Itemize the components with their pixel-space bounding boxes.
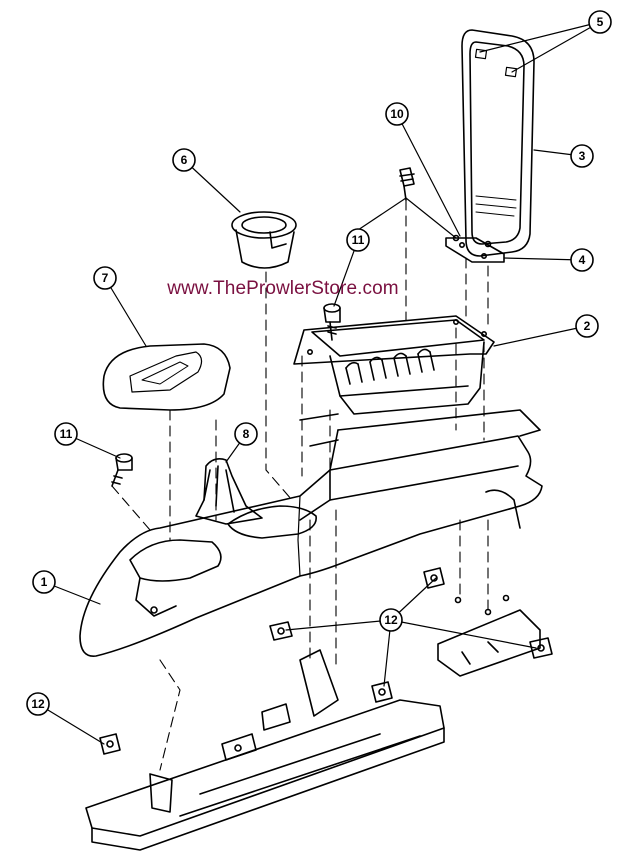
- callout-10-circle: [385, 102, 409, 126]
- callout-7-circle: [93, 266, 117, 290]
- watermark-url: www.TheProwlerStore.com: [167, 278, 399, 299]
- callout-6-circle: [172, 148, 196, 172]
- callout-10-label: 10: [390, 107, 404, 121]
- floor-bracket: [85, 649, 445, 851]
- callout-4-label: 4: [579, 253, 586, 267]
- armrest-lid: [461, 29, 535, 257]
- callout-12b-circle: [26, 692, 50, 716]
- callout-5-circle: [588, 10, 612, 34]
- callout-11a-circle: [346, 228, 370, 252]
- screw-left: [111, 453, 133, 487]
- screw-middle: [323, 303, 341, 341]
- callout-1-circle: [32, 570, 56, 594]
- callout-3-circle: [570, 144, 594, 168]
- callout-12a-label: 12: [384, 613, 398, 627]
- callout-8-label: 8: [243, 427, 250, 441]
- hinge-bracket: [445, 237, 505, 263]
- clip-nuts: [99, 567, 553, 755]
- storage-bin: [293, 315, 495, 415]
- callout-3-label: 3: [579, 149, 586, 163]
- callout-2-circle: [575, 314, 599, 338]
- assembly-lines: [111, 199, 489, 771]
- screw-upper: [399, 167, 415, 201]
- shift-boot: [195, 458, 263, 525]
- callout-11b-label: 11: [60, 427, 73, 441]
- callout-4-circle: [570, 248, 594, 272]
- bracket-screws: [452, 234, 492, 248]
- callout-8-circle: [234, 422, 258, 446]
- callout-2-label: 2: [584, 319, 591, 333]
- console-base: [79, 409, 543, 657]
- callout-6-label: 6: [181, 153, 188, 167]
- callout-5-label: 5: [597, 15, 604, 29]
- callout-7-label: 7: [102, 271, 109, 285]
- leader-lines: [37, 21, 601, 745]
- rear-bracket: [437, 594, 541, 677]
- callout-11b-circle: [54, 422, 78, 446]
- callout-circles: [26, 10, 612, 716]
- shifter-bezel: [102, 343, 231, 411]
- callout-labels: 5 3 10 6 11 4 7 2 11 8 1 12 12: [31, 15, 603, 711]
- callout-1-label: 1: [41, 575, 48, 589]
- callout-11a-label: 11: [352, 233, 365, 247]
- cup-holder-insert: [231, 211, 297, 269]
- callout-12b-label: 12: [31, 697, 45, 711]
- callout-12a-circle: [379, 608, 403, 632]
